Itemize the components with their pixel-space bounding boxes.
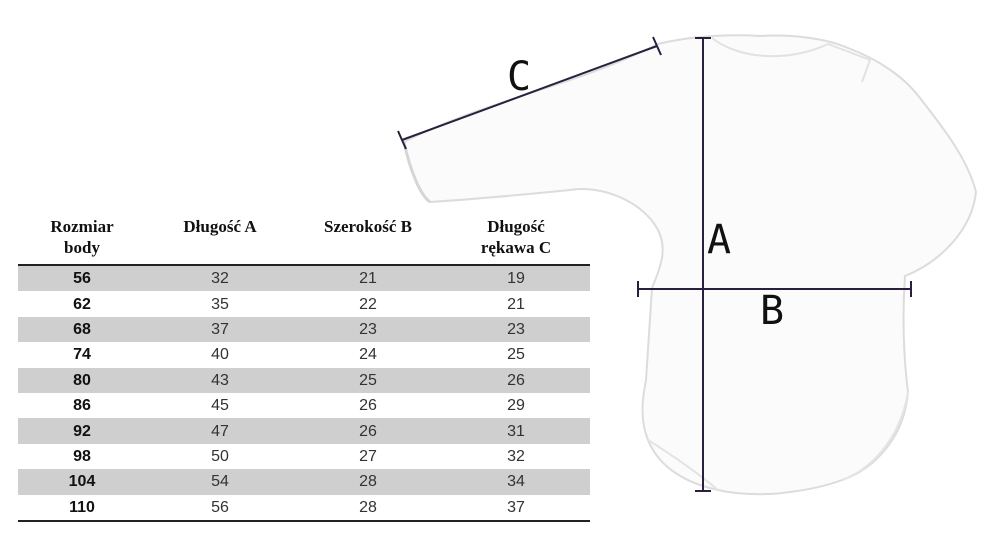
header-width-b-line1: Szerokość B (324, 217, 412, 236)
table-row: 104 54 28 34 (18, 469, 590, 495)
header-length-a: Długość A (146, 216, 294, 265)
cell-sleeve-c: 34 (442, 469, 590, 495)
table-row: 62 35 22 21 (18, 291, 590, 316)
label-a: A (707, 217, 731, 263)
cell-length-a: 35 (211, 295, 229, 313)
measure-line-c (401, 45, 658, 141)
header-size-line2: body (64, 238, 100, 257)
cell-width-b: 28 (294, 469, 442, 495)
cell-length-a: 32 (146, 265, 294, 292)
header-size-line1: Rozmiar (50, 217, 114, 236)
cell-size: 80 (18, 367, 146, 393)
measurement-lines (397, 36, 912, 492)
sleeve-cuff (402, 141, 431, 204)
cell-length-a: 54 (146, 469, 294, 495)
cell-size: 86 (73, 397, 91, 415)
header-sleeve-c-line2: rękawa C (480, 238, 552, 257)
shoulder-snap (827, 43, 872, 83)
header-length-a-line1: Długość A (183, 217, 257, 236)
cell-sleeve-c: 37 (507, 498, 525, 516)
cell-sleeve-c: 32 (507, 447, 525, 465)
header-sleeve-c: Długość rękawa C (442, 216, 590, 265)
cell-size: 56 (18, 265, 146, 292)
cell-size: 62 (73, 295, 91, 313)
table-header-row: Rozmiar body Długość A Szerokość B Długo… (18, 216, 590, 265)
cell-sleeve-c: 25 (507, 346, 525, 364)
cell-sleeve-c: 19 (442, 265, 590, 292)
cell-length-a: 40 (211, 346, 229, 364)
cell-sleeve-c: 26 (442, 367, 590, 393)
cell-width-b: 24 (359, 346, 377, 364)
table-row: 86 45 26 29 (18, 393, 590, 418)
cell-length-a: 47 (146, 418, 294, 444)
cell-sleeve-c: 29 (507, 397, 525, 415)
cell-sleeve-c: 23 (442, 316, 590, 343)
measure-tick-c-start (397, 130, 407, 150)
cell-width-b: 26 (359, 397, 377, 415)
measure-tick-c-end (652, 36, 662, 56)
bodysuit-neckline (711, 37, 829, 58)
header-width-b: Szerokość B (294, 216, 442, 265)
cell-sleeve-c: 31 (442, 418, 590, 444)
table-row: 68 37 23 23 (18, 316, 590, 343)
table-row: 110 56 28 37 (18, 495, 590, 521)
cell-length-a: 56 (211, 498, 229, 516)
cell-sleeve-c: 21 (507, 295, 525, 313)
cell-width-b: 23 (294, 316, 442, 343)
table-row: 80 43 25 26 (18, 367, 590, 393)
leg-opening (647, 391, 909, 491)
cell-width-b: 25 (294, 367, 442, 393)
table-row: 98 50 27 32 (18, 444, 590, 469)
header-size: Rozmiar body (18, 216, 146, 265)
cell-size: 74 (73, 346, 91, 364)
cell-width-b: 21 (294, 265, 442, 292)
cell-length-a: 43 (146, 367, 294, 393)
cell-size: 92 (18, 418, 146, 444)
cell-size: 68 (18, 316, 146, 343)
cell-length-a: 37 (146, 316, 294, 343)
header-sleeve-c-line1: Długość (487, 217, 545, 236)
label-b: B (760, 288, 784, 334)
cell-size: 98 (73, 447, 91, 465)
cell-length-a: 50 (211, 447, 229, 465)
cell-size: 110 (69, 498, 95, 516)
bodysuit-shape (402, 34, 978, 496)
cell-length-a: 45 (211, 397, 229, 415)
cell-width-b: 28 (359, 498, 377, 516)
cell-width-b: 22 (359, 295, 377, 313)
cell-size: 104 (18, 469, 146, 495)
size-table: Rozmiar body Długość A Szerokość B Długo… (18, 216, 590, 522)
table-row: 74 40 24 25 (18, 342, 590, 367)
table-row: 56 32 21 19 (18, 265, 590, 292)
cell-width-b: 26 (294, 418, 442, 444)
bodysuit-illustration (402, 34, 978, 496)
table-row: 92 47 26 31 (18, 418, 590, 444)
cell-width-b: 27 (359, 447, 377, 465)
label-c: C (507, 54, 531, 100)
